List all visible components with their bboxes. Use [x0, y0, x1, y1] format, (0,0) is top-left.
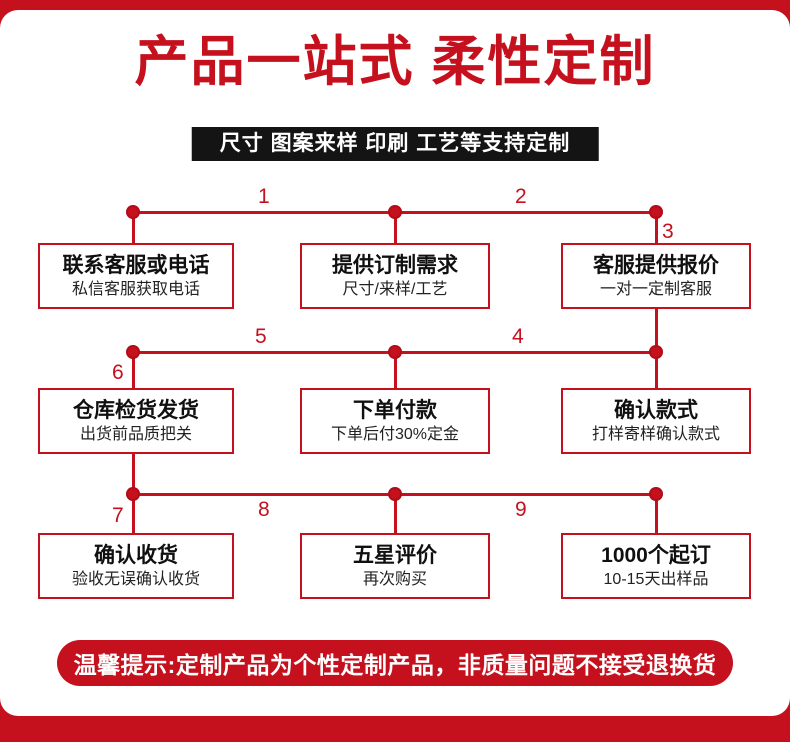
step-number: 8	[258, 498, 270, 521]
connector-dot	[126, 487, 140, 501]
connector-dot	[388, 205, 402, 219]
step-number: 2	[515, 185, 527, 208]
step-number: 3	[662, 220, 674, 243]
flow-box-title: 确认款式	[614, 398, 698, 422]
flow-box-title: 五星评价	[353, 543, 437, 567]
connector-dot	[649, 345, 663, 359]
flow-box-title: 联系客服或电话	[62, 253, 210, 277]
flow-box-payment: 下单付款 下单后付30%定金	[300, 388, 490, 454]
flow-box-title: 仓库检货发货	[73, 398, 199, 422]
connector-line	[655, 493, 658, 533]
connector-dot	[126, 345, 140, 359]
flow-box-moq: 1000个起订 10-15天出样品	[561, 533, 751, 599]
flow-box-subtitle: 验收无误确认收货	[71, 570, 200, 588]
flow-box-receipt: 确认收货 验收无误确认收货	[38, 533, 234, 599]
step-number: 9	[515, 498, 527, 521]
notice-bar: 温馨提示:定制产品为个性定制产品，非质量问题不接受退换货	[57, 640, 733, 686]
connector-line	[655, 309, 658, 353]
connector-dot	[649, 487, 663, 501]
flow-box-warehouse: 仓库检货发货 出货前品质把关	[38, 388, 234, 454]
step-number: 4	[512, 325, 524, 348]
flow-box-subtitle: 尺寸/来样/工艺	[342, 280, 448, 298]
flow-box-subtitle: 一对一定制客服	[599, 280, 712, 298]
capability-bar-text: 尺寸 图案来样 印刷 工艺等支持定制	[219, 132, 571, 155]
connector-line	[394, 351, 397, 388]
connector-line	[132, 211, 135, 243]
step-number: 7	[112, 504, 124, 527]
capability-bar: 尺寸 图案来样 印刷 工艺等支持定制	[191, 127, 599, 161]
page-title: 产品一站式 柔性定制	[134, 32, 656, 92]
notice-text: 温馨提示:定制产品为个性定制产品，非质量问题不接受退换货	[73, 652, 717, 678]
connector-line	[655, 351, 658, 388]
connector-dot	[388, 487, 402, 501]
step-number: 6	[112, 361, 124, 384]
step-number: 5	[255, 325, 267, 348]
flow-box-subtitle: 打样寄样确认款式	[591, 425, 720, 443]
flow-box-title: 提供订制需求	[332, 253, 458, 277]
connector-line	[394, 493, 397, 533]
flow-box-review: 五星评价 再次购买	[300, 533, 490, 599]
flow-box-title: 1000个起订	[601, 543, 711, 567]
connector-dot	[388, 345, 402, 359]
flow-box-subtitle: 出货前品质把关	[79, 425, 192, 443]
flow-box-subtitle: 下单后付30%定金	[330, 425, 460, 443]
flow-box-title: 下单付款	[353, 398, 437, 422]
connector-line	[132, 351, 135, 388]
connector-line	[655, 211, 658, 243]
connector-line	[132, 454, 135, 495]
flow-box-requirements: 提供订制需求 尺寸/来样/工艺	[300, 243, 490, 309]
flow-box-subtitle: 10-15天出样品	[603, 570, 709, 588]
flow-box-title: 客服提供报价	[593, 253, 719, 277]
connector-line	[132, 493, 135, 533]
flow-box-subtitle: 私信客服获取电话	[71, 280, 200, 298]
flow-box-subtitle: 再次购买	[362, 570, 427, 588]
connector-dot	[649, 205, 663, 219]
flow-box-contact: 联系客服或电话 私信客服获取电话	[38, 243, 234, 309]
flow-box-quote: 客服提供报价 一对一定制客服	[561, 243, 751, 309]
step-number: 1	[258, 185, 270, 208]
flow-box-confirm-style: 确认款式 打样寄样确认款式	[561, 388, 751, 454]
connector-dot	[126, 205, 140, 219]
flow-box-title: 确认收货	[94, 543, 178, 567]
connector-line	[394, 211, 397, 243]
